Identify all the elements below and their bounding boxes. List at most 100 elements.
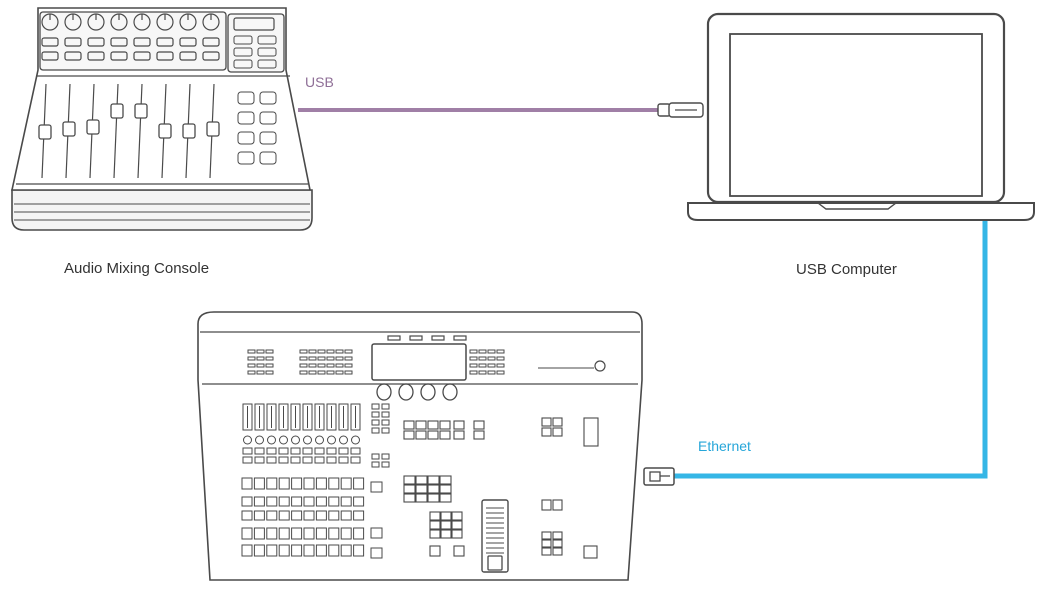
panel-button [328,477,340,490]
panel-key [299,356,308,361]
strip-key [326,456,337,464]
panel-key [478,363,487,368]
panel-key [381,411,390,418]
panel-key [256,370,265,375]
panel-button [440,511,452,521]
strip-key [278,447,289,455]
panel-button [291,527,303,540]
panel-key [317,363,326,368]
usb-connector-icon [657,102,704,118]
console-button [64,37,82,47]
console-button [257,47,277,57]
panel-button [415,484,428,494]
panel-key [308,363,317,368]
panel-key [496,363,505,368]
console-button [259,151,277,165]
panel-button [427,475,440,485]
strip-knob [339,435,348,445]
console-button [237,151,255,165]
panel-button [429,529,441,539]
console-button [259,131,277,145]
panel-button [340,477,352,490]
panel-button [415,430,427,440]
panel-button [278,477,290,490]
panel-button [451,511,463,521]
console-button [64,51,82,61]
strip-key [290,447,301,455]
panel-button [415,475,428,485]
panel-key [299,370,308,375]
strip-key [338,447,349,455]
panel-button [453,430,465,440]
console-button [156,51,174,61]
panel-button [427,484,440,494]
strip-key [350,456,361,464]
panel-button [552,531,563,540]
panel-button [278,527,290,540]
panel-button [473,430,485,440]
fader-cap [62,121,76,137]
panel-button [291,510,303,521]
console-button [133,37,151,47]
panel-button [291,477,303,490]
panel-button [453,545,465,557]
panel-button [253,477,265,490]
panel-button [303,477,315,490]
panel-button [266,527,278,540]
panel-key [256,356,265,361]
panel-key [308,349,317,354]
panel-key [381,461,390,468]
panel-key [265,349,274,354]
panel-button [429,545,441,557]
panel-button [427,493,440,503]
panel-key [469,363,478,368]
console-button [202,37,220,47]
panel-button [439,493,452,503]
panel-button [328,496,340,507]
panel-button [291,496,303,507]
panel-button [241,496,253,507]
panel-key [478,370,487,375]
panel-button [315,544,327,557]
panel-button [266,477,278,490]
panel-key [299,363,308,368]
strip-knob [279,435,288,445]
panel-key [344,363,353,368]
strip-knob [255,435,264,445]
panel-button [583,545,598,559]
panel-button [266,510,278,521]
panel-key [487,356,496,361]
fader-cap [110,103,124,119]
panel-key [256,363,265,368]
panel-button [541,427,552,437]
panel-key [308,356,317,361]
panel-button [253,527,265,540]
panel-button [266,496,278,507]
panel-button [552,427,563,437]
console-button [41,37,59,47]
panel-key [317,349,326,354]
panel-tab [431,335,445,341]
panel-key [487,363,496,368]
panel-button [552,499,563,511]
strip-knob [267,435,276,445]
panel-key [496,356,505,361]
panel-key [478,349,487,354]
panel-key [487,370,496,375]
panel-button [370,481,383,493]
panel-button [266,544,278,557]
switcher-panel-icon [197,311,643,581]
panel-key [256,349,265,354]
panel-button [451,520,463,530]
strip-key [314,456,325,464]
panel-button [439,484,452,494]
panel-button [241,477,253,490]
panel-button [473,420,485,430]
panel-button [340,527,352,540]
strip-key [290,456,301,464]
panel-tab [409,335,423,341]
panel-key [344,370,353,375]
fader-cap [38,124,52,140]
panel-key [247,363,256,368]
